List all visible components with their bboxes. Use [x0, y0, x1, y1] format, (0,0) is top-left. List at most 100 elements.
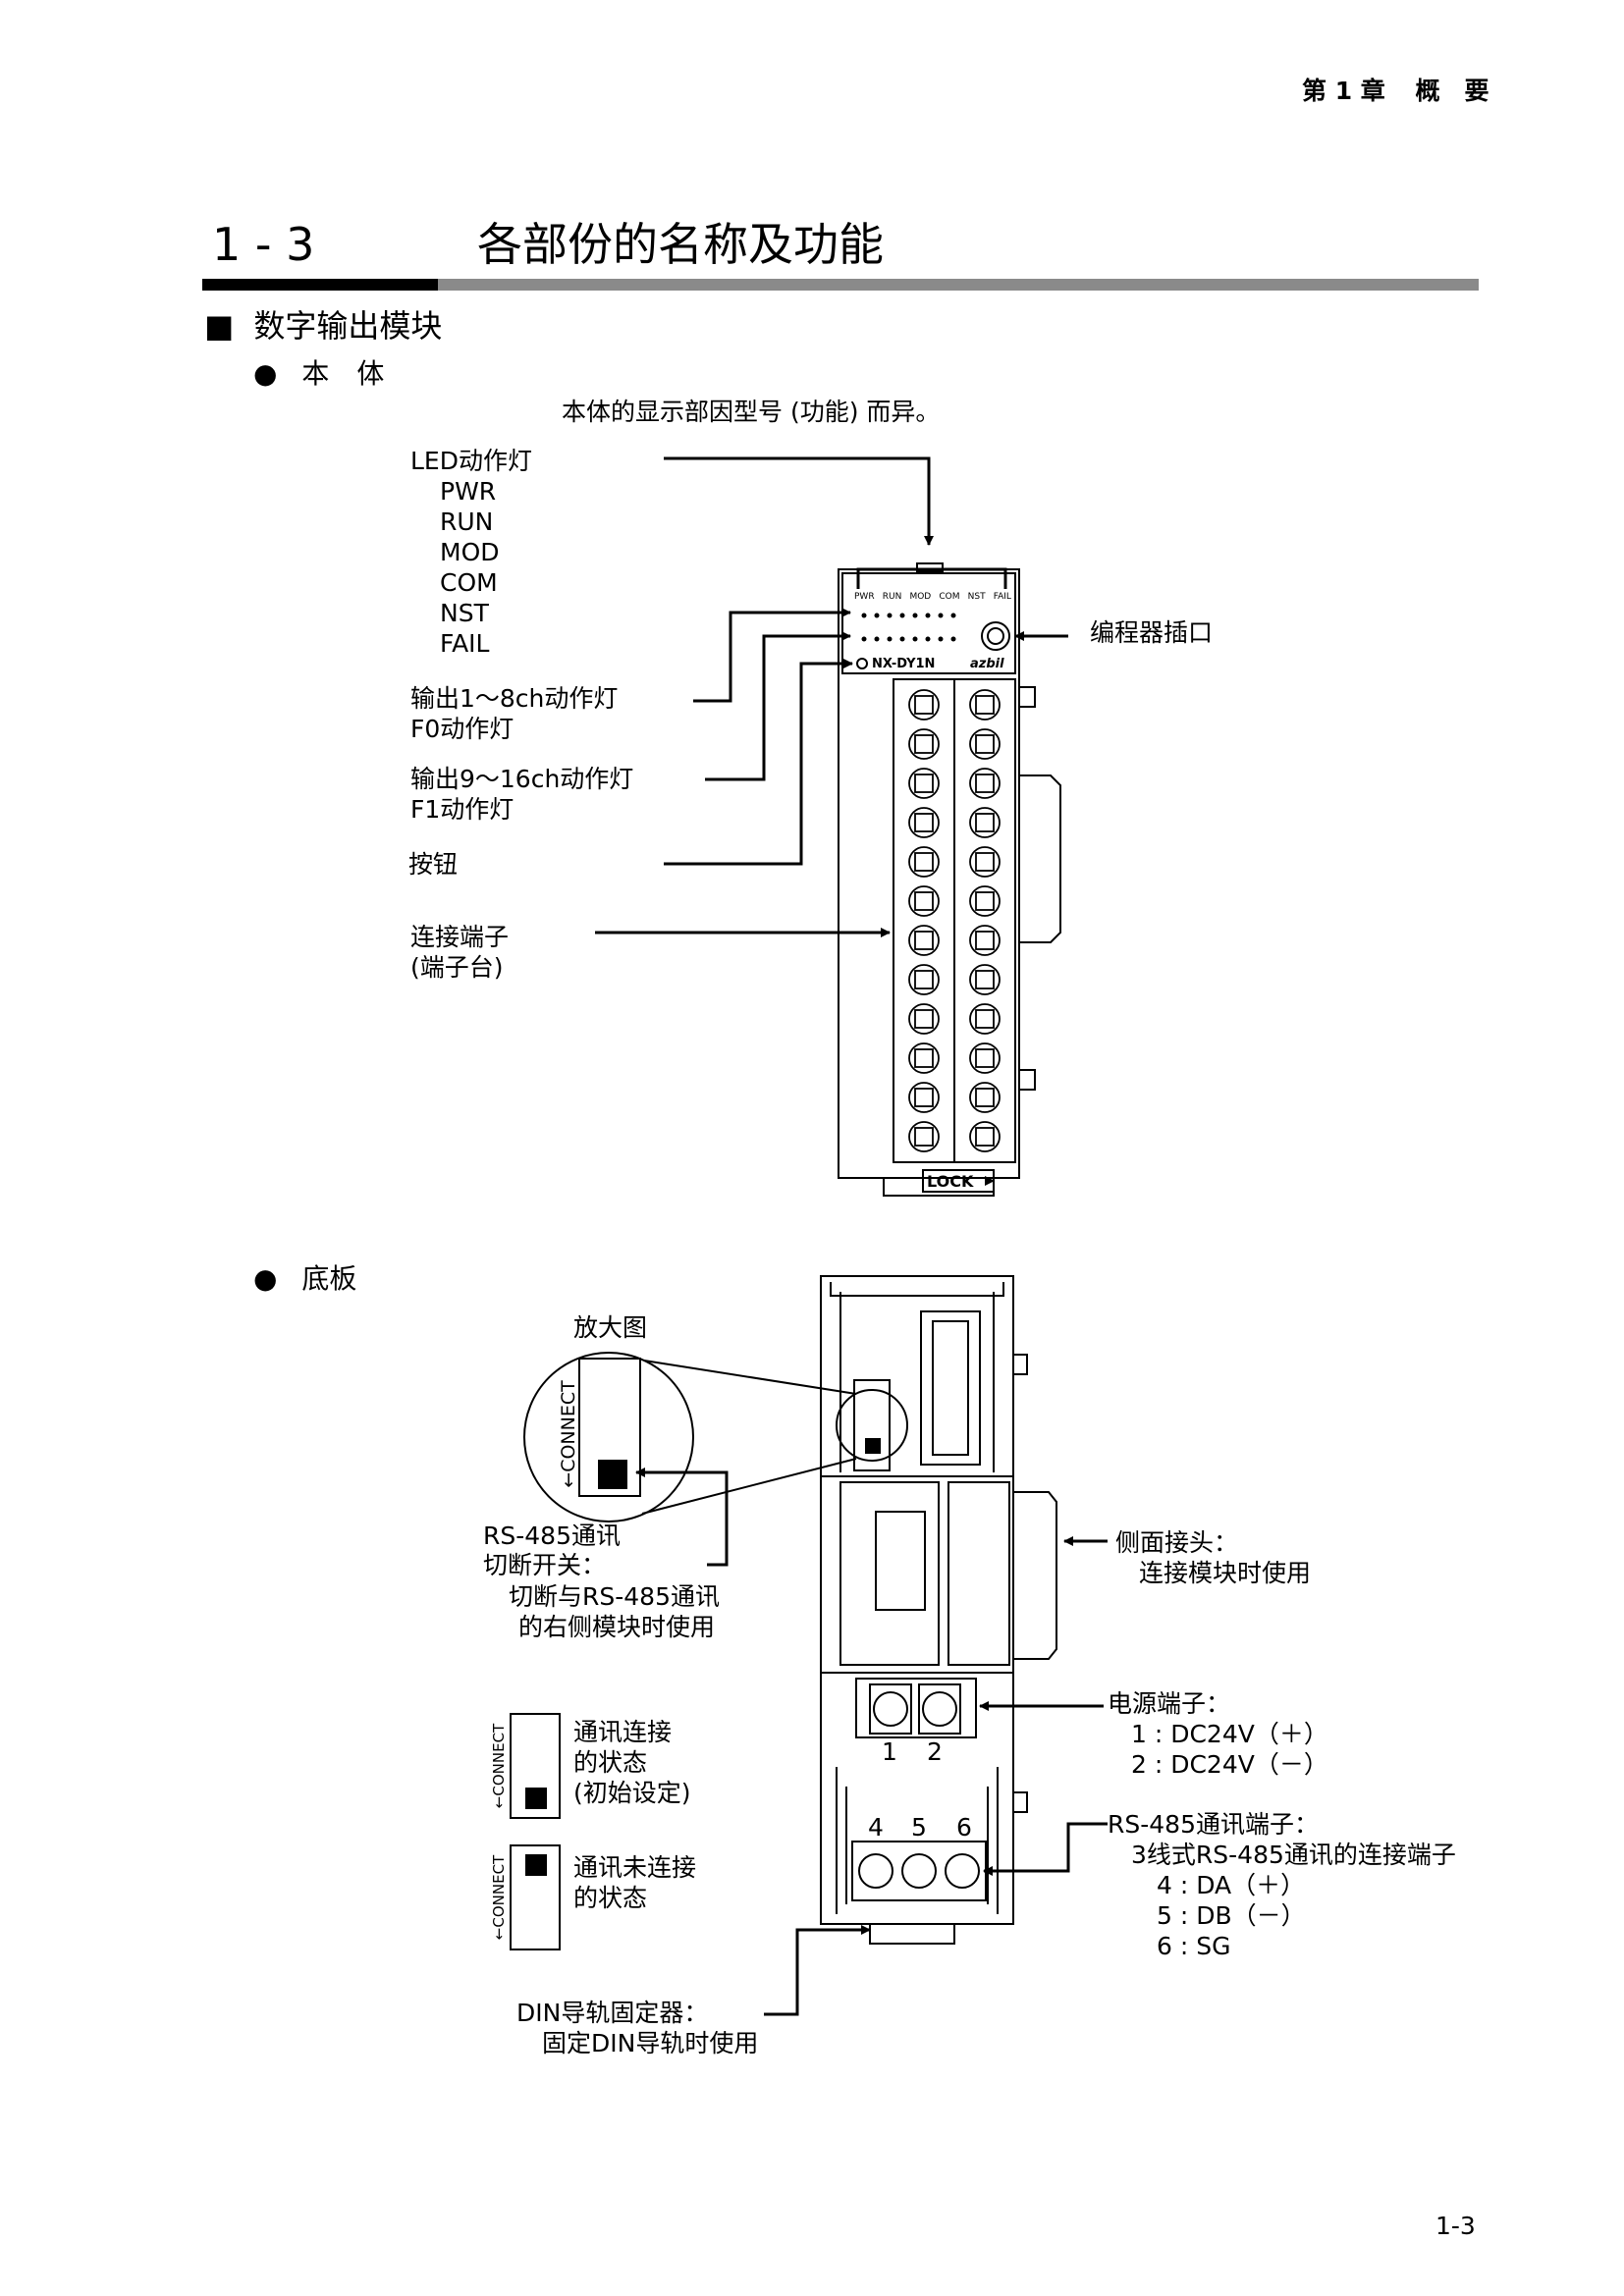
terminal-screw-icon — [969, 1003, 1001, 1035]
terminal-screw-head — [914, 1009, 934, 1029]
led-row-1 — [861, 613, 956, 642]
base-heading: ● 底板 — [253, 1262, 356, 1296]
terminal-screw-icon — [908, 807, 940, 838]
subsection-title: 数字输出模块 — [253, 307, 443, 345]
terminal-screw-icon — [908, 846, 940, 878]
terminal-screw-head — [914, 774, 934, 793]
terminal-screw-icon — [908, 768, 940, 799]
terminal-label-2: (端子台) — [410, 953, 504, 982]
module-led-fail: FAIL — [993, 592, 1011, 602]
module-led-com: COM — [939, 592, 960, 602]
terminal-screw-head — [914, 1127, 934, 1147]
body-leaders — [595, 456, 1068, 937]
zoom-label: 放大图 — [573, 1313, 648, 1342]
connected-label-1: 通讯连接 — [573, 1718, 673, 1746]
disconnected-label-2: 的状态 — [573, 1884, 648, 1912]
din-fixer-2: 固定DIN导轨时使用 — [542, 2029, 759, 2057]
power-terminal-title: 电源端子： — [1108, 1689, 1231, 1718]
led-pwr: PWR — [440, 477, 497, 506]
terminal-screw-icon — [969, 925, 1001, 956]
base-unit — [820, 1275, 1057, 1945]
running-header: 第 1 章 概 要 — [1302, 77, 1489, 106]
terminal-num-6: 6 — [956, 1813, 972, 1842]
programmer-port-label: 编程器插口 — [1090, 618, 1214, 647]
terminal-screw-icon — [908, 1121, 940, 1152]
terminal-screw-head — [975, 970, 995, 989]
led-nst: NST — [440, 599, 489, 627]
page-number: 1-3 — [1435, 2212, 1476, 2240]
terminal-screw-head — [975, 813, 995, 832]
terminal-screw-icon — [908, 1082, 940, 1113]
led-label: LED动作灯 — [410, 447, 532, 475]
terminal-screw-head — [914, 852, 934, 872]
terminal-screw-icon — [908, 925, 940, 956]
section-title: 各部份的名称及功能 — [477, 218, 884, 271]
module-led-nst: NST — [967, 592, 986, 602]
terminal-num-5: 5 — [911, 1813, 927, 1842]
zoom-circle — [523, 1352, 908, 1522]
rs485-switch-4: 的右侧模块时使用 — [518, 1613, 716, 1641]
terminal-screw-head — [975, 1127, 995, 1147]
terminal-screw-icon — [969, 964, 1001, 995]
connected-label-3: (初始设定) — [573, 1779, 691, 1807]
side-connector-1: 侧面接头： — [1115, 1528, 1239, 1557]
lock-arrow-icon — [985, 1176, 995, 1186]
disconnected-label-1: 通讯未连接 — [573, 1853, 697, 1882]
body-unit-bullet: ● — [253, 357, 278, 390]
side-connector-2: 连接模块时使用 — [1139, 1559, 1312, 1587]
out2-label-1: 输出9～16ch动作灯 — [410, 765, 634, 793]
section-number: 1 - 3 — [212, 218, 315, 271]
terminal-screw-head — [975, 931, 995, 950]
terminal-screw-head — [975, 891, 995, 911]
terminal-screw-head — [914, 891, 934, 911]
section-rule-gray — [438, 279, 1479, 291]
button-label: 按钮 — [408, 850, 459, 879]
terminal-label-1: 连接端子 — [410, 923, 510, 951]
terminal-screw-head — [914, 931, 934, 950]
subsection-heading: ■ 数字输出模块 — [204, 306, 442, 346]
terminal-screw-head — [914, 1048, 934, 1068]
terminal-num-4: 4 — [868, 1813, 884, 1842]
header-chapter-title: 概 要 — [1415, 77, 1489, 105]
terminal-screw-icon — [969, 807, 1001, 838]
terminal-screw-head — [914, 970, 934, 989]
body-unit-title: 本 体 — [301, 357, 385, 390]
out1-label-2: F0动作灯 — [410, 715, 514, 743]
terminal-num-1: 1 — [882, 1737, 897, 1766]
terminal-screw-head — [975, 1088, 995, 1107]
base-leaders — [635, 1468, 1108, 2016]
power-terminal-2: 2 : DC24V（－） — [1131, 1750, 1328, 1779]
rs485-terminal-4: 4 : DA（＋） — [1157, 1871, 1306, 1899]
rs485-terminal-5: 5 : DB（－） — [1157, 1901, 1306, 1930]
terminal-screw-icon — [908, 964, 940, 995]
terminal-screw-icon — [908, 689, 940, 721]
base-title: 底板 — [301, 1262, 357, 1295]
terminal-screw-head — [975, 852, 995, 872]
rs485-switch-3: 切断与RS-485通讯 — [509, 1582, 720, 1611]
terminal-screw-head — [914, 695, 934, 715]
body-unit-note: 本体的显示部因型号 (功能) 而异。 — [562, 398, 941, 426]
terminal-num-2: 2 — [927, 1737, 943, 1766]
terminal-screw-icon — [969, 885, 1001, 917]
rs485-terminal-title: RS-485通讯端子： — [1108, 1810, 1319, 1839]
terminal-screw-icon — [969, 689, 1001, 721]
terminal-screw-icon — [908, 728, 940, 760]
rs485-switch-1: RS-485通讯 — [483, 1522, 621, 1550]
terminal-screw-icon — [969, 1121, 1001, 1152]
terminal-screw-icon — [969, 728, 1001, 760]
out2-label-2: F1动作灯 — [410, 795, 514, 824]
led-fail: FAIL — [440, 629, 490, 658]
module-led-labels: PWR RUN MOD COM NST FAIL — [854, 592, 1011, 602]
body-unit-heading: ● 本 体 — [253, 357, 384, 391]
rs485-terminal-6: 6 : SG — [1157, 1932, 1231, 1960]
subsection-bullet: ■ — [204, 307, 235, 345]
module-body — [838, 562, 1061, 1197]
terminal-screw-head — [975, 1048, 995, 1068]
module-model: NX-DY1N — [872, 657, 936, 671]
out1-label-1: 输出1～8ch动作灯 — [410, 684, 619, 713]
terminal-screw-icon — [969, 768, 1001, 799]
model-indicator-icon — [856, 658, 868, 669]
terminal-screw-icon — [908, 885, 940, 917]
led-mod: MOD — [440, 538, 500, 566]
